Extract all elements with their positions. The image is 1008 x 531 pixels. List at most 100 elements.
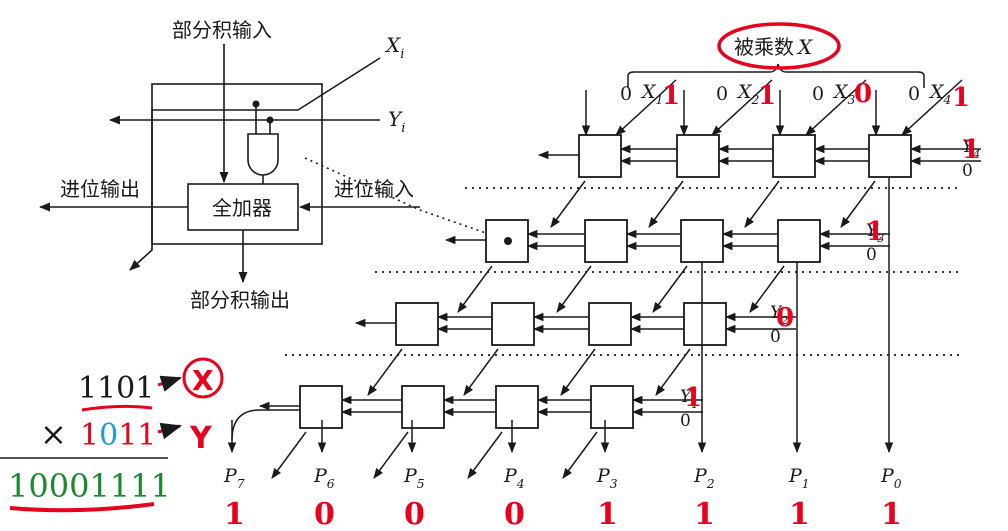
x-input-label: X3 <box>832 81 856 107</box>
carry-in-label: 进位输入 <box>334 177 414 201</box>
x-input-label: X1 <box>640 81 663 107</box>
cell-detail <box>38 44 501 284</box>
carry-out-label: 进位输出 <box>60 177 140 201</box>
yi-label: Yi <box>388 107 405 136</box>
adder-cell <box>590 385 634 429</box>
partial-diagonal <box>367 348 403 396</box>
carry-zero: 0 <box>770 327 781 347</box>
multiplicand-brace <box>627 63 925 88</box>
worked-example: 1101 × 1011 10001111 X Y <box>0 357 224 513</box>
adder-cell <box>401 385 445 429</box>
adder-cell <box>772 134 816 178</box>
and-gate-icon <box>247 133 279 176</box>
top-zero: 0 <box>908 83 920 105</box>
partial-diagonal <box>744 180 780 228</box>
y-mark: 1 <box>962 135 980 165</box>
multiplicand-value: 1101 <box>78 371 154 406</box>
partial-diagonal <box>550 180 586 228</box>
x-circle <box>182 357 224 399</box>
adder-cell <box>588 302 632 346</box>
partial-diagonal <box>840 180 876 228</box>
adder-cell <box>578 134 622 178</box>
partial-diagonal <box>467 431 503 479</box>
y-input-label: Y1 <box>680 387 698 411</box>
multiplicand-circle <box>717 22 841 70</box>
product-mark: 1 <box>224 497 245 531</box>
partial-out-label: 部分积输出 <box>190 288 290 312</box>
product-mark: 0 <box>504 497 525 531</box>
x-feed-diagonal <box>615 79 677 136</box>
product-label: P3 <box>596 465 618 491</box>
multiplier-value: 1011 <box>80 418 156 453</box>
product-label: P0 <box>880 465 902 491</box>
partial-diagonal <box>463 348 499 396</box>
product-underline <box>9 502 155 513</box>
p7-curve <box>231 409 300 441</box>
product-mark: 1 <box>881 497 902 531</box>
x-input-label: X2 <box>736 81 760 107</box>
adder-cell <box>491 302 535 346</box>
x-mark: 1 <box>952 83 970 113</box>
product-mark: 1 <box>597 497 618 531</box>
partial-diagonal <box>562 431 598 479</box>
arrow-to-y <box>157 422 183 440</box>
circled-y: Y <box>189 421 213 456</box>
product-label: P6 <box>313 465 335 491</box>
adder-cell <box>395 302 439 346</box>
adder-cell <box>676 134 720 178</box>
adder-cell <box>680 219 724 263</box>
highlight-dot <box>504 237 512 245</box>
top-zero: 0 <box>716 83 728 105</box>
x-mark: 0 <box>854 79 872 109</box>
times-sign: × <box>40 415 67 453</box>
y-mark: 1 <box>684 383 702 413</box>
product-mark: 1 <box>694 497 715 531</box>
product-mark: 0 <box>404 497 425 531</box>
product-mark: 0 <box>314 497 335 531</box>
carry-zero: 0 <box>680 411 691 431</box>
product-label: P4 <box>503 465 525 491</box>
cell-outer-box <box>151 83 323 245</box>
adder-cell <box>683 302 727 346</box>
arrow-to-x <box>157 375 183 392</box>
multiplicand-underline <box>81 404 153 412</box>
product-label: P2 <box>693 465 715 491</box>
partial-diagonal <box>457 265 493 313</box>
partial-diagonal <box>652 265 688 313</box>
x-mark: 1 <box>662 81 680 111</box>
adder-cell <box>868 134 912 178</box>
product-label: P7 <box>223 465 245 491</box>
xi-label: Xi <box>384 33 404 62</box>
partial-diagonal <box>749 265 785 313</box>
product-value: 10001111 <box>8 467 171 505</box>
y-mark: 1 <box>866 217 884 247</box>
partial-diagonal <box>271 431 307 479</box>
x-feed-diagonal <box>805 79 867 136</box>
product-label: P1 <box>788 465 810 491</box>
y-input-label: Y2 <box>770 303 788 327</box>
y-input-label: Y4 <box>962 137 980 161</box>
adder-cell <box>584 219 628 263</box>
x-input-label: X4 <box>928 81 951 107</box>
top-zero: 0 <box>620 83 632 105</box>
adder-cell <box>495 385 539 429</box>
product-mark: 1 <box>789 497 810 531</box>
partial-diagonal <box>560 348 596 396</box>
y-input-label: Y3 <box>866 221 884 245</box>
full-adder-label: 全加器 <box>212 196 272 220</box>
x-feed-diagonal <box>711 79 773 136</box>
carry-zero: 0 <box>962 161 973 181</box>
x-mark: 1 <box>758 81 776 111</box>
partial-in-label: 部分积输入 <box>172 18 272 42</box>
x-feed-diagonal <box>901 79 963 136</box>
adder-cell <box>299 385 343 429</box>
partial-diagonal <box>648 180 684 228</box>
adder-cell <box>777 219 821 263</box>
partial-diagonal <box>373 431 409 479</box>
partial-diagonal <box>655 348 691 396</box>
top-zero: 0 <box>812 83 824 105</box>
circled-x: X <box>192 364 214 397</box>
